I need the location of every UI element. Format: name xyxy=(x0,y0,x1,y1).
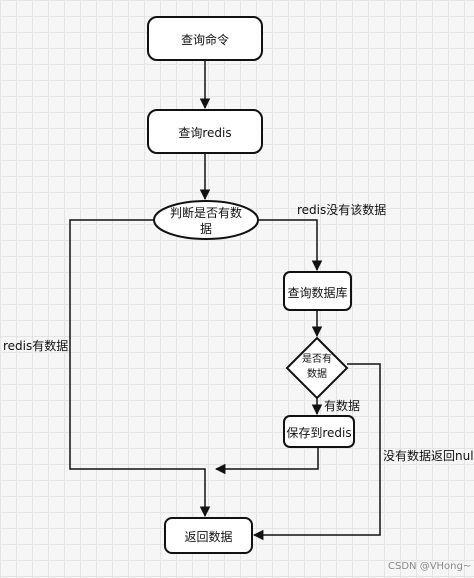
edge-check-has-data xyxy=(69,219,211,518)
edge-save-to-merge xyxy=(214,447,319,475)
watermark: CSDN @VHong~ xyxy=(388,561,472,572)
save-redis-label: 保存到redis xyxy=(286,426,352,440)
edge-label-redis-no-data: redis没有该数据 xyxy=(297,203,387,217)
edge-check-db-no-to-return xyxy=(252,363,381,541)
query-db-label: 查询数据库 xyxy=(287,286,348,300)
edge-label-has-data: 有数据 xyxy=(324,399,361,413)
return-data-box xyxy=(164,517,253,554)
edge-label-no-data-return-null: 没有数据返回null xyxy=(383,449,474,463)
check-db-data-label: 是否有数据 xyxy=(302,354,332,380)
query-command-label: 查询命令 xyxy=(180,33,229,47)
query-redis-label: 查询redis xyxy=(178,126,232,140)
return-data-label: 返回数据 xyxy=(184,530,233,544)
check-data-label: 判断是否有数据 xyxy=(169,206,242,236)
edge-label-redis-has-data: redis有数据 xyxy=(3,339,69,353)
save-redis-box xyxy=(283,415,355,448)
edge-check-no-to-db xyxy=(258,219,323,272)
